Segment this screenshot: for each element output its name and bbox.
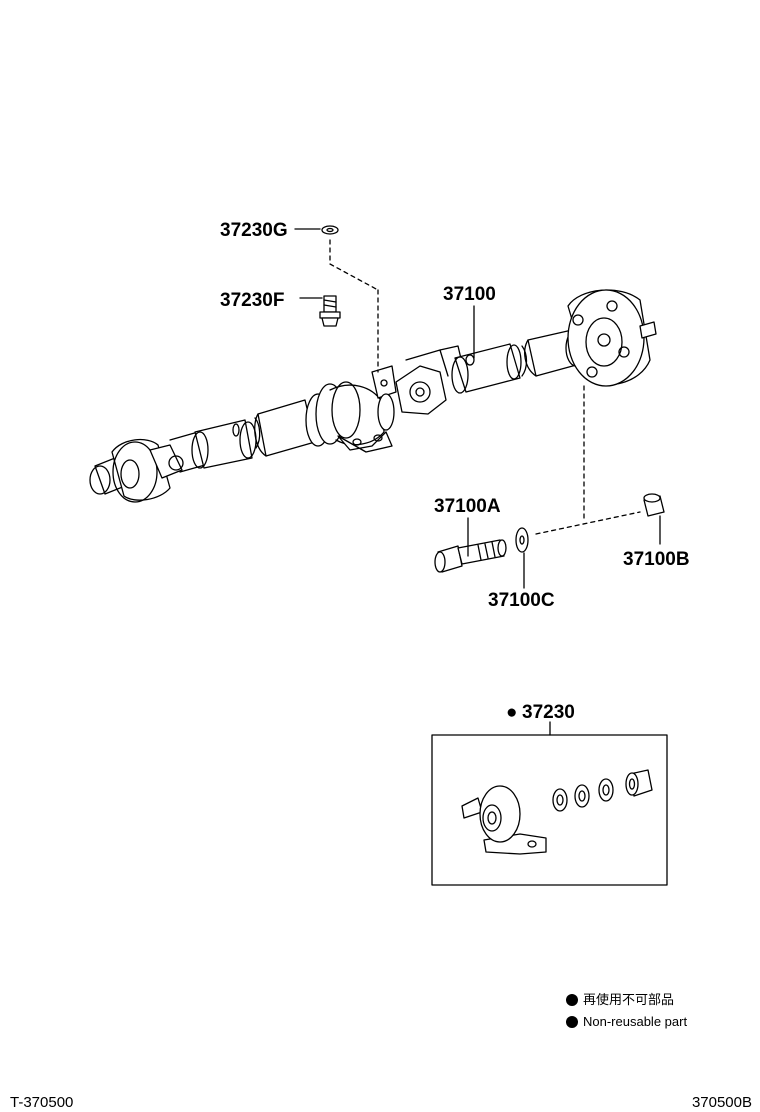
washer-37230G: 37230G	[220, 220, 339, 241]
callout-37100: 37100	[443, 284, 496, 359]
label-37100C: 37100C	[488, 590, 555, 611]
kit-37230-frame	[431, 734, 668, 886]
assembly-dashed-lines	[329, 239, 641, 535]
label-37230G: 37230G	[220, 220, 288, 241]
label-37230: 37230	[522, 702, 575, 723]
non-reusable-dot-icon	[566, 1016, 578, 1028]
footer-right-code: 370500B	[691, 1094, 752, 1111]
footer-left-code: T-370500	[10, 1094, 74, 1111]
label-37230F: 37230F	[220, 290, 284, 311]
bolt-37100A: 37100A	[434, 496, 507, 573]
bolt-37230F: 37230F	[220, 290, 341, 327]
washer-37100C: 37100C	[488, 527, 555, 611]
non-reusable-dot-icon	[566, 994, 578, 1006]
kit-37230: ● 37230	[431, 702, 668, 886]
legend-jp: 再使用不可部品	[566, 992, 674, 1008]
label-37100A: 37100A	[434, 496, 501, 517]
legend-en: Non-reusable part	[566, 1014, 687, 1030]
legend-jp-text: 再使用不可部品	[583, 992, 675, 1007]
marker-37230: ●	[506, 702, 517, 723]
legend-en-text: Non-reusable part	[583, 1014, 688, 1029]
label-37100B: 37100B	[623, 549, 690, 570]
nut-37100B: 37100B	[623, 493, 690, 570]
label-37100: 37100	[443, 284, 496, 305]
propeller-shaft-assembly	[89, 289, 657, 503]
